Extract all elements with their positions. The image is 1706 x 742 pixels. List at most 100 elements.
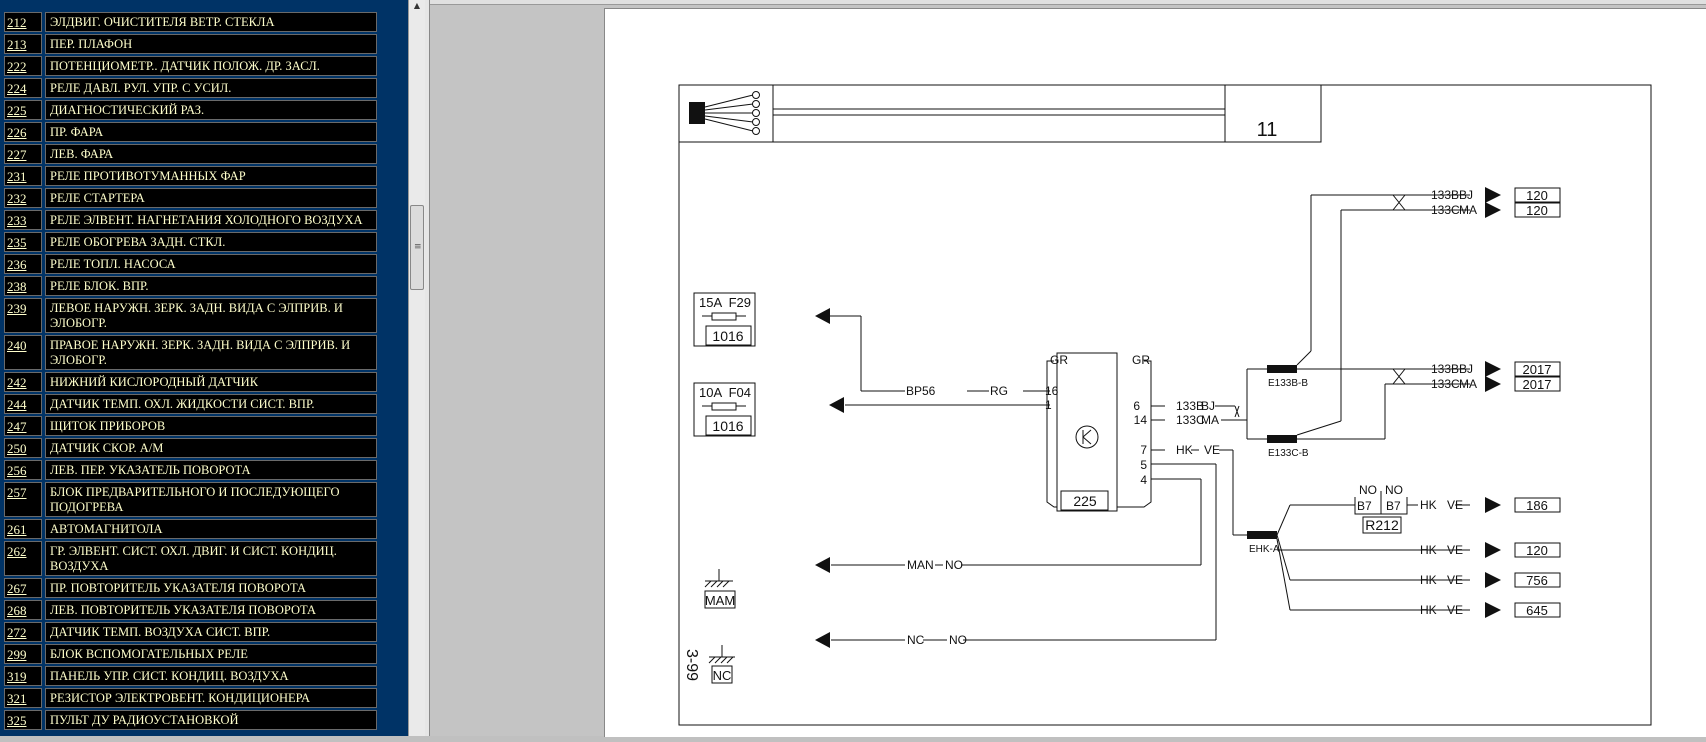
toc-row-number-link[interactable]: 231: [4, 166, 42, 186]
toc-row-number-link[interactable]: 235: [4, 232, 42, 252]
svg-text:F04: F04: [729, 385, 751, 400]
ground-nc-icon: [708, 645, 735, 684]
toc-row-label: РЕЛЕ ОБОГРЕВА ЗАДН. СТКЛ.: [45, 232, 377, 252]
scroll-up-arrow-icon[interactable]: ▲: [413, 1, 421, 10]
svg-text:133B: 133B: [1431, 188, 1459, 202]
toc-row-number-link[interactable]: 212: [4, 12, 42, 32]
toc-row-number-link[interactable]: 224: [4, 78, 42, 98]
toc-row-label: ПАНЕЛЬ УПР. СИСТ. КОНДИЦ. ВОЗДУХА: [45, 666, 377, 686]
svg-text:E133C-B: E133C-B: [1268, 448, 1309, 459]
toc-row-number-link[interactable]: 262: [4, 541, 42, 576]
toc-row-label: РЕЛЕ БЛОК. ВПР.: [45, 276, 377, 296]
toc-row-label: РЕЛЕ ДАВЛ. РУЛ. УПР. С УСИЛ.: [45, 78, 377, 98]
svg-text:NC: NC: [713, 668, 732, 683]
svg-text:VE: VE: [1204, 443, 1220, 457]
svg-text:NC: NC: [907, 633, 925, 647]
toc-row-number-link[interactable]: 225: [4, 100, 42, 120]
toc-row-number-link[interactable]: 227: [4, 144, 42, 164]
toc-row-number-link[interactable]: 261: [4, 519, 42, 539]
svg-text:HK: HK: [1420, 573, 1437, 587]
svg-text:MAM: MAM: [705, 593, 735, 608]
toc-row-number-link[interactable]: 319: [4, 666, 42, 686]
svg-text:NO: NO: [1385, 483, 1403, 497]
svg-text:HK: HK: [1420, 498, 1437, 512]
toc-row-number-link[interactable]: 242: [4, 372, 42, 392]
svg-text:133C: 133C: [1431, 203, 1460, 217]
toc-row-number-link[interactable]: 233: [4, 210, 42, 230]
svg-text:MA: MA: [1459, 203, 1477, 217]
svg-text:B7: B7: [1357, 499, 1372, 513]
toc-row-label: БЛОК ВСПОМОГАТЕЛЬНЫХ РЕЛЕ: [45, 644, 377, 664]
toc-scrollbar[interactable]: ▲ ≡: [408, 0, 425, 736]
toc-row-label: ПР. ПОВТОРИТЕЛЬ УКАЗАТЕЛЯ ПОВОРОТА: [45, 578, 377, 598]
toc-row-number-link[interactable]: 213: [4, 34, 42, 54]
header-box: [678, 84, 1322, 143]
svg-text:14: 14: [1134, 413, 1148, 427]
toc-row-number-link[interactable]: 325: [4, 710, 42, 730]
toc-row-label: РЕЛЕ ПРОТИВОТУМАННЫХ ФАР: [45, 166, 377, 186]
svg-text:645: 645: [1526, 603, 1548, 618]
toc-row-number-link[interactable]: 250: [4, 438, 42, 458]
toc-row-number-link[interactable]: 222: [4, 56, 42, 76]
toc-row-number-link[interactable]: 244: [4, 394, 42, 414]
wiring-diagram: 11 15A F29 1016 10A F04 1016 BP56 RG 225: [678, 84, 1652, 726]
toc-row-number-link[interactable]: 232: [4, 188, 42, 208]
pane-splitter[interactable]: [425, 0, 430, 736]
toc-row-number-link[interactable]: 268: [4, 600, 42, 620]
scrollbar-thumb[interactable]: ≡: [410, 205, 424, 290]
toc-row-number-link[interactable]: 239: [4, 298, 42, 333]
svg-text:NO: NO: [949, 633, 967, 647]
toc-row-number-link[interactable]: 272: [4, 622, 42, 642]
toc-row-label: ЛЕВ. ПОВТОРИТЕЛЬ УКАЗАТЕЛЯ ПОВОРОТА: [45, 600, 377, 620]
svg-text:2017: 2017: [1523, 362, 1552, 377]
junction-ehk-a: [1247, 531, 1277, 539]
svg-text:225: 225: [1073, 493, 1097, 509]
svg-text:1: 1: [1045, 398, 1052, 412]
toc-row-number-link[interactable]: 247: [4, 416, 42, 436]
toc-row-number-link[interactable]: 256: [4, 460, 42, 480]
toc-row-number-link[interactable]: 236: [4, 254, 42, 274]
toc-row-number-link[interactable]: 238: [4, 276, 42, 296]
grip-icon: ≡: [414, 242, 422, 252]
svg-text:120: 120: [1526, 188, 1548, 203]
toc-row-number-link[interactable]: 299: [4, 644, 42, 664]
toc-row-number-link[interactable]: 267: [4, 578, 42, 598]
toc-row-label: ПРАВОЕ НАРУЖН. ЗЕРК. ЗАДН. ВИДА С ЭЛПРИВ…: [45, 335, 377, 370]
toc-row-number-link[interactable]: 321: [4, 688, 42, 708]
toc-row-number-link[interactable]: 226: [4, 122, 42, 142]
toc-row-number-link[interactable]: 240: [4, 335, 42, 370]
toc-row-number-link[interactable]: 257: [4, 482, 42, 517]
toc-row-label: РЕЛЕ СТАРТЕРА: [45, 188, 377, 208]
toc-row-label: ДАТЧИК ТЕМП. ВОЗДУХА СИСТ. ВПР.: [45, 622, 377, 642]
